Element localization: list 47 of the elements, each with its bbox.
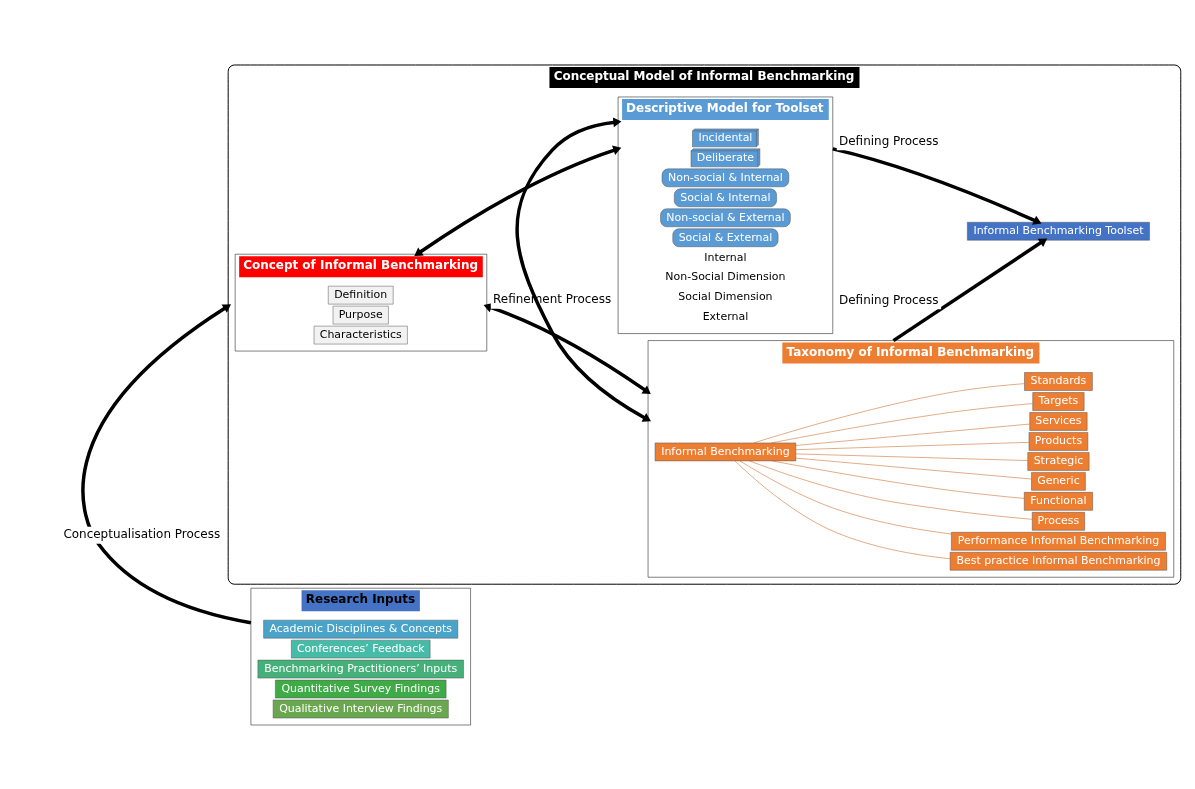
arrow [483, 302, 651, 394]
node-box: Generic [1031, 471, 1086, 491]
node-box: Non-social & Internal [661, 168, 790, 187]
connector [753, 382, 1025, 443]
node-box: Qualitative Interview Findings [272, 699, 449, 718]
label: External [702, 309, 749, 323]
connector [795, 441, 1030, 450]
edge-label: Defining Process [839, 292, 939, 307]
connector [795, 423, 1030, 446]
edge-label: Conceptualisation Process [63, 526, 221, 541]
connector [795, 457, 1032, 479]
connector [739, 460, 952, 534]
arrow [414, 145, 622, 256]
node-box: Informal Benchmarking [654, 442, 797, 461]
node-box: Strategic [1027, 451, 1090, 471]
node-box: Process [1032, 511, 1085, 531]
label: Social Dimension [678, 289, 773, 303]
node-box: Targets [1032, 391, 1085, 411]
arrow [892, 237, 1048, 342]
arrow [81, 303, 252, 624]
node-box: Informal Benchmarking Toolset [967, 221, 1150, 240]
node-box: Characteristics [313, 325, 408, 344]
node-box: Standards [1024, 371, 1093, 391]
connector [734, 460, 951, 559]
arrow [515, 116, 651, 422]
node-box: Social & External [672, 228, 779, 247]
node-box: Functional [1024, 491, 1093, 511]
connector [795, 453, 1028, 461]
node-box: Conferences’ Feedback [291, 639, 431, 658]
label: Internal [704, 250, 747, 263]
connector [771, 460, 1025, 499]
node-box: Definition [328, 285, 394, 304]
node-box: Purpose [332, 305, 389, 324]
connector [771, 402, 1033, 443]
connector [749, 460, 1033, 520]
node-box: Social & Internal [674, 188, 777, 207]
node-box: Best practice Informal Benchmarking [949, 551, 1168, 570]
node-box: Services [1029, 411, 1088, 431]
node-box: Academic Disciplines & Concepts [263, 619, 459, 638]
node-box: Quantitative Survey Findings [275, 679, 447, 698]
node-box: Performance Informal Benchmarking [951, 531, 1166, 550]
label: Non-Social Dimension [665, 269, 786, 283]
node-box: Products [1028, 431, 1089, 451]
node-box: Non-social & External [660, 208, 791, 227]
node-box: Benchmarking Practitioners’ Inputs [257, 659, 464, 678]
arrow [832, 146, 1042, 225]
edge-label: Defining Process [839, 133, 939, 148]
